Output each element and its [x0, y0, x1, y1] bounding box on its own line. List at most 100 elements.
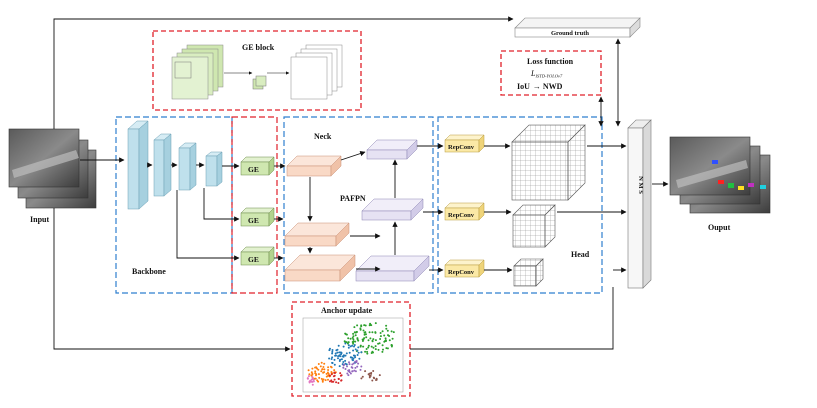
head-grid-small: [513, 258, 544, 287]
scatter-point: [339, 372, 342, 375]
input-image-stack: [8, 128, 97, 209]
scatter-point: [325, 372, 328, 375]
scatter-point: [354, 348, 357, 351]
scatter-point: [381, 350, 384, 353]
head-grid-large: [511, 124, 586, 201]
head-label: Head: [571, 250, 590, 259]
scatter-point: [342, 345, 345, 348]
scatter-point: [390, 330, 393, 333]
scatter-point: [342, 361, 345, 363]
ge-module-middle: GE: [240, 207, 275, 227]
scatter-point: [356, 365, 359, 368]
loss-iou-to-nwd: IoU→NWD: [517, 82, 563, 91]
scatter-point: [367, 344, 370, 347]
scatter-point: [344, 354, 347, 357]
scatter-point: [379, 338, 382, 340]
scatter-point: [378, 374, 381, 377]
scatter-point: [392, 331, 395, 334]
scatter-point: [351, 336, 354, 339]
scatter-point: [347, 344, 350, 347]
scatter-point: [337, 377, 340, 380]
scatter-point: [349, 337, 352, 340]
scatter-point: [362, 329, 365, 332]
scatter-point: [364, 350, 367, 353]
scatter-point: [348, 351, 351, 354]
scatter-point: [320, 361, 323, 364]
scatter-point: [344, 368, 347, 370]
scatter-point: [334, 352, 337, 355]
scatter-point: [357, 351, 360, 354]
output-label: Ouput: [708, 223, 731, 232]
scatter-point: [360, 351, 363, 354]
scatter-point: [352, 340, 355, 343]
scatter-point: [360, 377, 363, 380]
scatter-point: [356, 324, 359, 327]
nms-label: N M S: [637, 176, 644, 194]
scatter-point: [306, 377, 309, 380]
scatter-point: [335, 381, 338, 384]
scatter-point: [334, 354, 337, 357]
scatter-point: [363, 333, 366, 336]
backbone-block-3: [178, 142, 197, 191]
scatter-point: [357, 362, 360, 365]
scatter-point: [320, 370, 323, 373]
connectors: [53, 16, 669, 352]
scatter-point: [317, 373, 320, 376]
detection-box-blue: [712, 160, 718, 164]
scatter-point: [323, 371, 326, 374]
scatter-point: [355, 331, 358, 334]
scatter-point: [347, 374, 350, 377]
scatter-point: [387, 334, 389, 337]
scatter-point: [377, 348, 380, 351]
scatter-point: [367, 339, 370, 342]
scatter-point: [379, 332, 382, 334]
scatter-point: [381, 330, 384, 333]
scatter-point: [352, 338, 355, 341]
scatter-point: [342, 354, 345, 357]
pafpn-slab-top: [366, 139, 418, 160]
scatter-point: [311, 377, 314, 380]
scatter-point: [360, 324, 363, 327]
anchor-update-title: Anchor update: [321, 306, 373, 315]
scatter-point: [379, 335, 382, 338]
scatter-point: [371, 331, 374, 334]
scatter-point: [331, 362, 334, 364]
scatter-point: [354, 370, 357, 373]
scatter-point: [342, 364, 345, 367]
repconv-middle-label: RepConv: [448, 212, 475, 219]
scatter-point: [322, 378, 325, 381]
scatter-point: [390, 344, 393, 346]
scatter-point: [321, 368, 324, 371]
scatter-point: [372, 346, 375, 349]
scatter-point: [308, 373, 311, 376]
scatter-point: [384, 339, 387, 342]
nms-block: [627, 119, 652, 289]
scatter-point: [347, 346, 350, 349]
scatter-point: [351, 366, 354, 369]
repconv-top-label: RepConv: [448, 144, 475, 151]
scatter-point: [374, 339, 377, 342]
anchor-scatter-points: [306, 322, 395, 386]
scatter-point: [377, 342, 380, 345]
scatter-point: [373, 377, 376, 380]
neck-slab-top: [286, 155, 342, 177]
scatter-point: [353, 369, 356, 372]
scatter-point: [372, 338, 375, 341]
scatter-point: [344, 342, 347, 345]
scatter-point: [327, 378, 329, 381]
scatter-point: [331, 350, 334, 353]
scatter-point: [353, 331, 356, 334]
scatter-point: [345, 352, 348, 355]
scatter-point: [315, 374, 317, 377]
scatter-point: [311, 376, 314, 378]
scatter-point: [352, 342, 355, 345]
scatter-point: [356, 349, 359, 352]
scatter-point: [341, 355, 344, 358]
repconv-module-top: RepConv: [444, 134, 485, 153]
scatter-point: [371, 350, 374, 353]
scatter-point: [363, 337, 366, 340]
scatter-point: [317, 380, 320, 383]
backbone-block-2: [153, 133, 172, 197]
backbone-block-1: [127, 120, 149, 210]
